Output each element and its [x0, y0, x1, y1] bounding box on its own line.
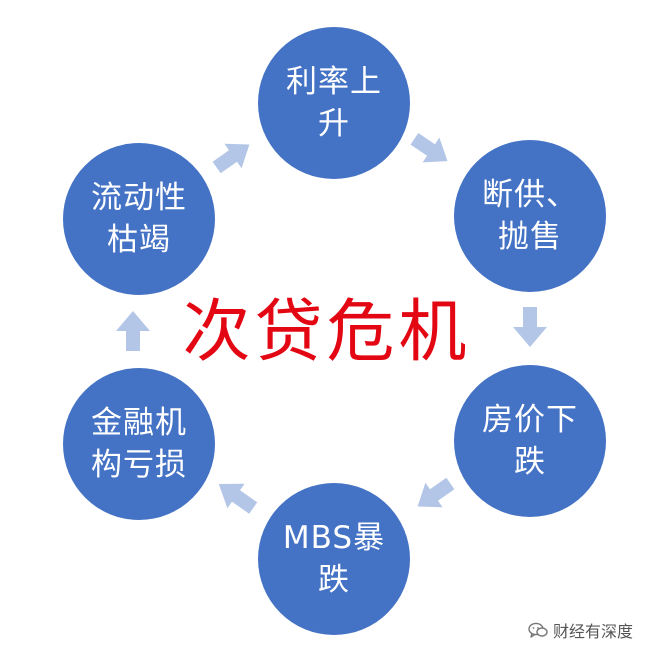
watermark: 财经有深度	[528, 618, 633, 642]
node-rate-rise-label: 利率上 升	[286, 64, 382, 142]
arrow-liquidity-to-rate	[212, 143, 250, 174]
wechat-icon	[528, 622, 548, 638]
node-rate-rise: 利率上 升	[258, 27, 410, 179]
center-title: 次贷危机	[182, 293, 471, 372]
node-fin-loss: 金融机 构亏损	[63, 368, 215, 520]
node-liquidity: 流动性 枯竭	[63, 143, 215, 295]
node-mbs-crash-label: MBS暴 跌	[282, 520, 386, 598]
watermark-text: 财经有深度	[552, 622, 633, 641]
node-supply-cut: 断供、 抛售	[454, 140, 606, 292]
arrow-rate-to-supply	[410, 133, 448, 163]
node-liquidity-label: 流动性 枯竭	[91, 180, 187, 258]
arrow-house-to-mbs	[417, 477, 455, 508]
node-supply-cut-label: 断供、 抛售	[482, 177, 578, 255]
node-mbs-crash: MBS暴 跌	[258, 483, 410, 635]
node-house-price-label: 房价下 跌	[482, 402, 578, 480]
node-fin-loss-label: 金融机 构亏损	[91, 405, 187, 483]
node-house-price: 房价下 跌	[454, 365, 606, 517]
arrow-finloss-to-liquidity	[116, 311, 150, 351]
arrow-supply-to-house	[513, 307, 547, 347]
arrow-mbs-to-finloss	[218, 483, 258, 514]
